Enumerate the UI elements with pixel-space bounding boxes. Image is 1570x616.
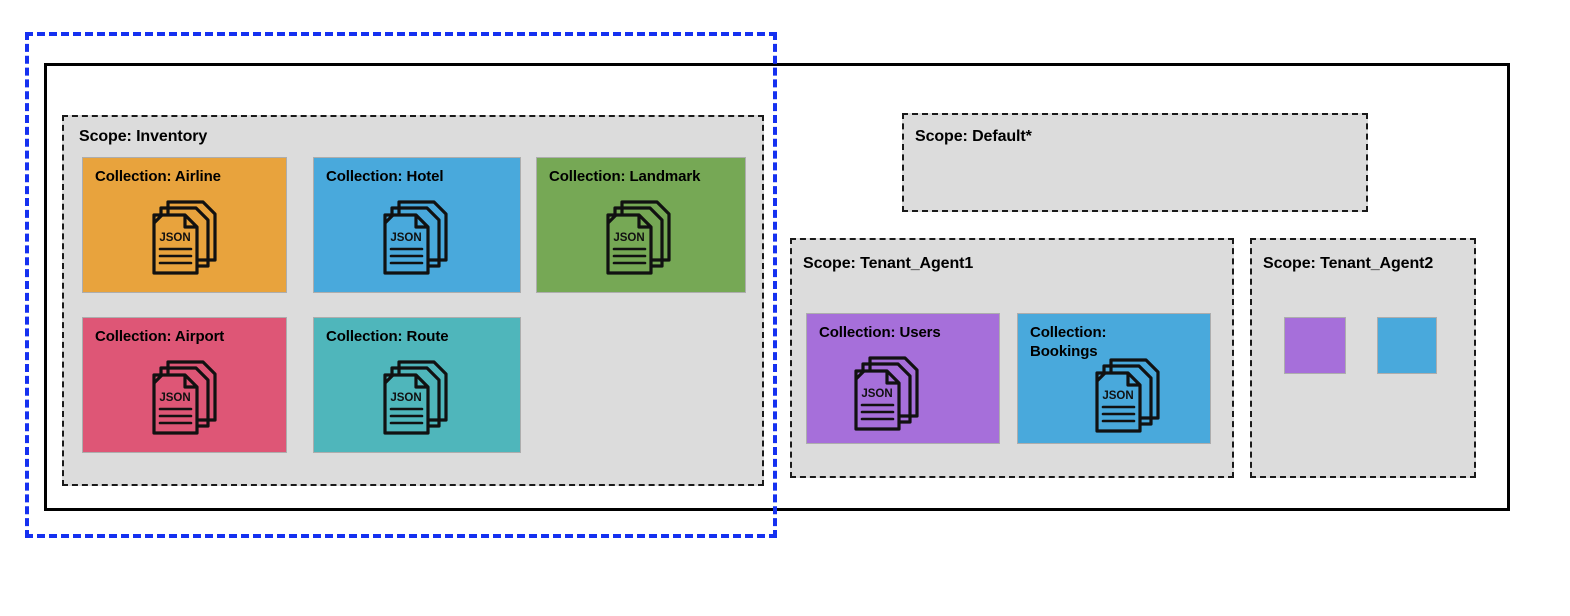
collection-card-users[interactable]: Collection: Users JSON xyxy=(806,313,1000,444)
collection-label-bookings: Collection: Bookings xyxy=(1030,324,1107,361)
json-documents-icon: JSON xyxy=(141,196,227,287)
collection-card-bookings[interactable]: Collection: Bookings JSON xyxy=(1017,313,1211,444)
collection-card-airline[interactable]: Collection: Airline JSON xyxy=(82,157,287,293)
svg-text:JSON: JSON xyxy=(390,232,421,244)
svg-text:JSON: JSON xyxy=(159,232,190,244)
json-documents-icon: JSON xyxy=(141,356,227,447)
collection-card-hotel[interactable]: Collection: Hotel JSON xyxy=(313,157,521,293)
svg-text:JSON: JSON xyxy=(390,392,421,404)
collection-label-airport: Collection: Airport xyxy=(95,328,225,345)
json-documents-icon: JSON xyxy=(372,196,458,287)
svg-text:JSON: JSON xyxy=(613,232,644,244)
collection-swatch-blue[interactable] xyxy=(1377,317,1437,374)
scope-default-label: Scope: Default* xyxy=(915,128,1032,145)
scope-default xyxy=(902,113,1368,212)
json-documents-icon: JSON xyxy=(1084,354,1170,443)
collection-label-landmark: Collection: Landmark xyxy=(549,168,701,185)
svg-text:JSON: JSON xyxy=(1102,390,1133,402)
scope-tenant-agent1-label: Scope: Tenant_Agent1 xyxy=(803,255,974,272)
json-documents-icon: JSON xyxy=(372,356,458,447)
scope-tenant-agent2-label: Scope: Tenant_Agent2 xyxy=(1263,255,1434,272)
collection-label-route: Collection: Route xyxy=(326,328,449,345)
svg-text:JSON: JSON xyxy=(159,392,190,404)
collection-label-hotel: Collection: Hotel xyxy=(326,168,444,185)
json-documents-icon: JSON xyxy=(595,196,681,287)
collection-card-landmark[interactable]: Collection: Landmark JSON xyxy=(536,157,746,293)
collection-card-airport[interactable]: Collection: Airport JSON xyxy=(82,317,287,453)
scope-inventory-label: Scope: Inventory xyxy=(79,128,208,145)
collection-label-airline: Collection: Airline xyxy=(95,168,221,185)
json-documents-icon: JSON xyxy=(843,352,929,443)
svg-text:JSON: JSON xyxy=(861,388,892,400)
collection-card-route[interactable]: Collection: Route JSON xyxy=(313,317,521,453)
collection-label-users: Collection: Users xyxy=(819,324,941,341)
collection-swatch-purple[interactable] xyxy=(1284,317,1346,374)
